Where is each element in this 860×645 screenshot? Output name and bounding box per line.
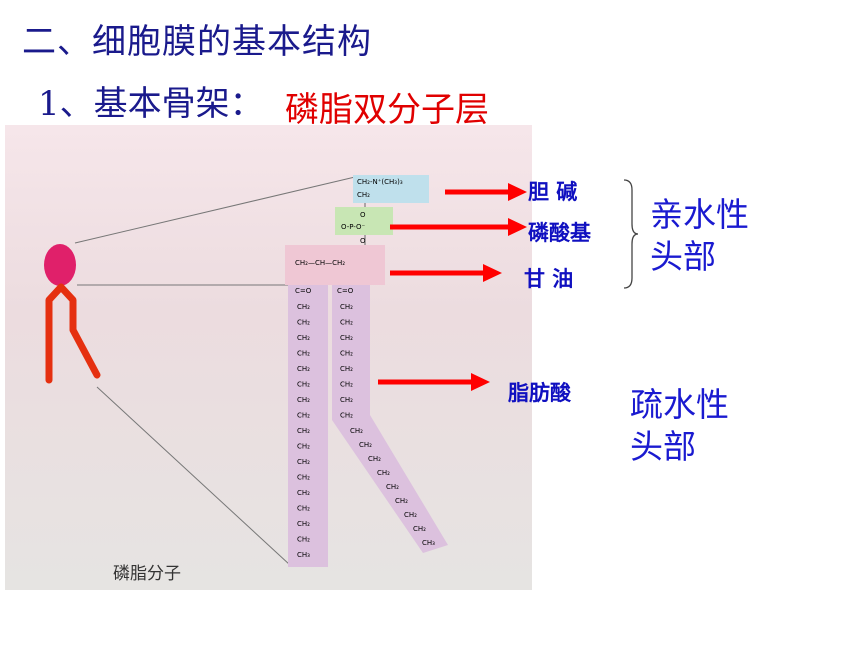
chain-2-unit: CH₂ [340,303,353,311]
hydrophobic-line-2: 头部 [630,427,696,466]
chain-1-unit: CH₂ [297,443,310,451]
phosphate-o-bottom: O [360,237,366,245]
chain-2-unit: CH₂ [340,412,353,420]
chain-2-unit: CH₂ [340,350,353,358]
arrow-fatty-acid [378,373,490,391]
chain-2-unit: CH₂ [395,497,408,505]
glycerol-box [285,245,385,285]
chain-1-unit: CH₂ [297,427,310,435]
chain-1-unit: CH₂ [297,474,310,482]
label-glycerol: 甘 油 [524,267,574,291]
carbonyl-2: C=O [337,287,354,295]
chain-2-unit: CH₂ [340,396,353,404]
chain-1-unit: CH₂ [297,319,310,327]
choline-ch2: CH₂ [357,191,370,199]
chain-2-unit: CH₂ [359,441,372,449]
chain-2-unit: CH₂ [404,511,417,519]
hydrophilic-line-2: 头部 [650,237,716,276]
hydrophobic-line-1: 疏水性 [630,385,729,424]
glycerol-formula: CH₂—CH—CH₂ [295,259,345,267]
chain-2-unit: CH₂ [340,381,353,389]
chain-2-unit: CH₂ [340,365,353,373]
chain-1-unit: CH₂ [297,303,310,311]
chain-2-end: CH₃ [422,539,435,547]
chain-1-unit: CH₂ [297,365,310,373]
label-choline: 胆 碱 [528,180,578,204]
chain-2-unit: CH₂ [340,334,353,342]
page-title: 二、细胞膜的基本结构 [22,22,372,62]
choline-formula: CH₂-N⁺(CH₃)₃ [357,178,403,186]
chain-1-unit: CH₂ [297,489,310,497]
chain-1-unit: CH₂ [297,350,310,358]
chain-2-unit: CH₂ [350,427,363,435]
brace-bracket [623,179,639,289]
phosphate-formula: O-P-O⁻ [341,223,366,231]
chain-1-unit: CH₂ [297,381,310,389]
choline-box [353,175,429,203]
arrow-layer [378,183,527,391]
label-phosphate: 磷酸基 [528,221,591,245]
chain-2-units: CH₂ CH₂ CH₂ CH₂ CH₂ CH₂ CH₂ CH₂ CH₂ CH₂ CH₂ CH₂ CH₂ C… [340,303,435,547]
phospholipid-figure: CH₂-N⁺(CH₃)₃ CH₂ O O-P-O⁻ O CH₂—CH—CH₂ C… [5,125,532,590]
chain-1-unit: CH₂ [297,412,310,420]
hydrophilic-line-1: 亲水性 [650,195,749,234]
hydrophilic-head-group: 亲水性 头部 [650,194,749,278]
zoom-line-top [74,176,356,244]
section-heading: 1、基本骨架： [38,84,264,124]
chain-1-unit: CH₂ [297,334,310,342]
chain-1-unit: CH₂ [297,520,310,528]
chain-2-unit: CH₂ [377,469,390,477]
fatty-acid-chain-2 [332,285,448,553]
chain-1-units: CH₂ CH₂ CH₂ CH₂ CH₂ CH₂ CH₂ CH₂ CH₂ CH₂ CH₂ CH₂ CH₂ C… [297,303,310,559]
chain-2-unit: CH₂ [413,525,426,533]
arrow-glycerol [390,264,502,282]
schematic-tails [45,283,101,384]
label-fatty-acid: 脂肪酸 [508,381,571,405]
zoom-line-bottom [96,386,291,566]
fatty-acid-chain-1 [288,285,328,567]
chain-1-unit: CH₂ [297,458,310,466]
arrow-phosphate [390,218,527,236]
schematic-head [44,244,76,286]
chain-1-unit: CH₂ [297,396,310,404]
phosphate-box [335,207,393,235]
hydrophobic-tail-group: 疏水性 头部 [630,384,729,468]
chain-1-end: CH₃ [297,551,310,559]
chain-1-unit: CH₂ [297,505,310,513]
phosphate-o-top: O [360,211,366,219]
section-heading-value: 磷脂双分子层 [285,90,489,130]
figure-caption: 磷脂分子 [113,564,181,584]
chain-2-unit: CH₂ [386,483,399,491]
arrow-choline [445,183,527,201]
carbonyl-1: C=O [295,287,312,295]
chain-2-unit: CH₂ [368,455,381,463]
phospholipid-diagram: CH₂-N⁺(CH₃)₃ CH₂ O O-P-O⁻ O CH₂—CH—CH₂ C… [44,175,448,567]
chain-1-unit: CH₂ [297,536,310,544]
chain-2-unit: CH₂ [340,319,353,327]
